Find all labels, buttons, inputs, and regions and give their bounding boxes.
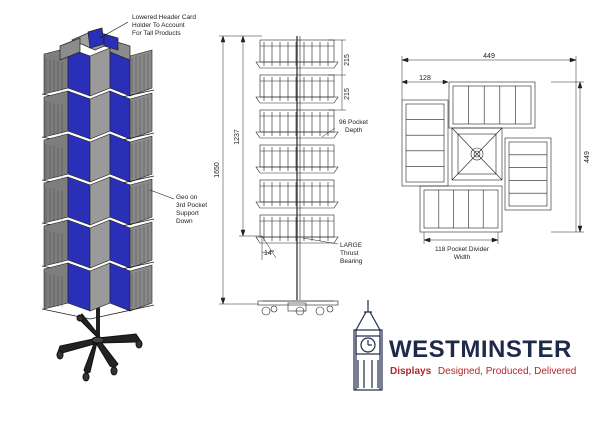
upper-spacing-label: 215: [344, 54, 351, 66]
divider-annotation-line1: 118 Pocket Divider: [435, 246, 490, 253]
logo-tagline-bold: Displays: [390, 366, 432, 377]
plan-dimensions: [401, 56, 584, 244]
stack-height-label: 1237: [234, 129, 241, 145]
angle-label: 14°: [264, 249, 275, 257]
pocket-tiers: [41, 47, 155, 320]
side-tier: [255, 144, 339, 174]
pocket-depth-line1: 96 Pocket: [339, 119, 368, 126]
side-elevation-view: [255, 36, 339, 316]
plan-view: [401, 81, 552, 233]
pocket-tier: [41, 262, 155, 320]
header-annotation-line3: For Tall Products: [132, 30, 181, 37]
westminster-logo: WESTMINSTER Displays Designed, Produced,…: [353, 300, 576, 391]
geo-annotation-line4: Down: [176, 218, 193, 225]
pocket-tier: [41, 133, 155, 191]
geo-annotation: Geo on 3rd Pocket Support Down: [149, 189, 207, 225]
lower-spacing-label: 215: [344, 88, 351, 100]
divider-annotation-line2: Width: [454, 254, 471, 261]
header-card-annotation: Lowered Header Card Holder To Account Fo…: [99, 14, 196, 39]
logo-tagline-rest: Designed, Produced, Delivered: [438, 366, 576, 377]
side-tier: [255, 109, 339, 139]
plan-height-label: 449: [584, 151, 591, 163]
pocket-tier: [41, 219, 155, 277]
side-tier: [255, 74, 339, 104]
caster-base: [56, 305, 143, 382]
pocket-depth-line2: Depth: [345, 127, 363, 134]
side-tiers: [255, 39, 339, 244]
plan-width-label: 449: [483, 53, 495, 60]
clock-tower-icon: [353, 300, 383, 391]
perspective-view: [41, 27, 155, 382]
header-annotation-line1: Lowered Header Card: [132, 14, 196, 21]
svg-text:Displays Designed, Produ: Displays Designed, Produced, Delivered: [390, 366, 576, 377]
side-dimensions: [219, 35, 346, 305]
bearing-annotation-line1: LARGE: [340, 242, 363, 249]
bearing-annotation-line3: Bearing: [340, 258, 363, 265]
pocket-tier: [41, 176, 155, 234]
overall-height-label: 1650: [214, 162, 221, 178]
bearing-annotation-line2: Thrust: [340, 250, 359, 257]
geo-annotation-line1: Geo on: [176, 194, 198, 201]
side-tier: [255, 39, 339, 69]
side-tier: [255, 214, 339, 244]
side-caster-base: [257, 300, 339, 316]
geo-annotation-line2: 3rd Pocket: [176, 202, 207, 209]
header-annotation-line2: Holder To Account: [132, 22, 185, 29]
side-tier: [255, 179, 339, 209]
pocket-width-label: 128: [419, 75, 431, 82]
header-card-holders: [59, 27, 131, 61]
geo-annotation-line3: Support: [176, 210, 199, 217]
pocket-tier: [41, 90, 155, 148]
logo-wordmark: WESTMINSTER: [389, 336, 572, 363]
